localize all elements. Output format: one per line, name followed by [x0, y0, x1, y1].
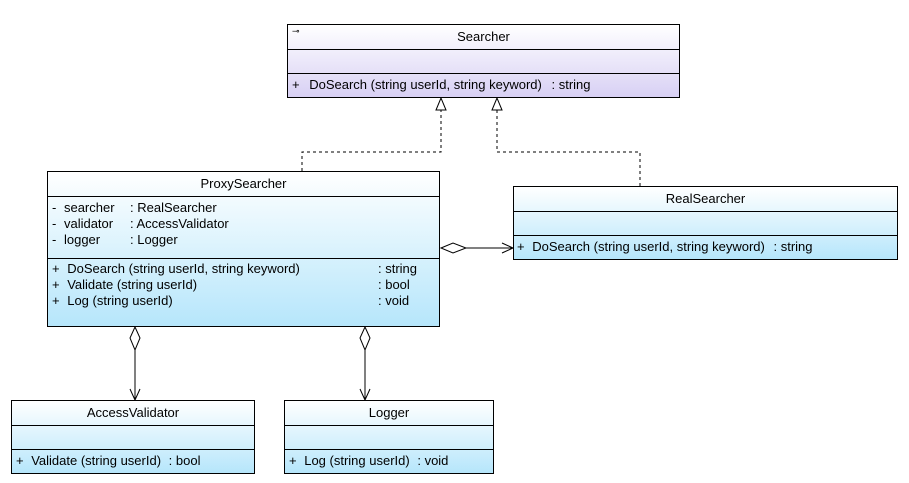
attribute-name: validator [63, 216, 114, 231]
return-type: : void [417, 453, 449, 468]
operation-signature: DoSearch (string userId, string keyword) [67, 261, 300, 276]
realization-arrowhead-real [491, 96, 503, 111]
operation-row: + DoSearch (string userId, string keywor… [292, 77, 675, 93]
operation-row: + Log (string userId) : void [289, 453, 489, 469]
proxysearcher-operations: + DoSearch (string userId, string keywor… [48, 259, 439, 310]
class-name: RealSearcher [665, 191, 746, 206]
operation-signature: DoSearch (string userId, string keyword) [532, 239, 765, 254]
attribute-name: logger [63, 232, 101, 247]
aggregation-diamond-real [439, 242, 468, 254]
accessvalidator-title: AccessValidator [12, 401, 254, 426]
class-name: Logger [368, 405, 410, 420]
searcher-attributes [288, 50, 679, 74]
return-type: : string [773, 239, 813, 254]
accessvalidator-attributes [12, 426, 254, 450]
operation-row: + Validate (string userId) : bool [16, 453, 250, 469]
operation-signature: Validate (string userId) [67, 277, 198, 292]
logger-class-box[interactable]: Logger + Log (string userId) : void [284, 400, 494, 474]
visibility: + [52, 293, 60, 308]
searcher-operations: + DoSearch (string userId, string keywor… [288, 74, 679, 94]
searcher-class-box[interactable]: ⊸ Searcher + DoSearch (string userId, st… [287, 24, 680, 98]
operation-row: + Validate (string userId) : bool [52, 277, 435, 293]
return-type: : string [378, 261, 418, 276]
logger-attributes [285, 426, 493, 450]
proxysearcher-attributes: - searcher : RealSearcher - validator : … [48, 197, 439, 259]
operation-row: + Log (string userId) : void [52, 293, 435, 309]
realsearcher-title: RealSearcher [514, 187, 897, 212]
return-type: : void [378, 293, 410, 308]
operation-row: + DoSearch (string userId, string keywor… [52, 261, 435, 277]
logger-operations: + Log (string userId) : void [285, 450, 493, 470]
attribute-type: : AccessValidator [130, 216, 229, 231]
aggregation-diamond-logger [359, 325, 371, 352]
visibility: - [52, 232, 57, 247]
interface-icon: ⊸ [292, 26, 300, 36]
attribute-name: searcher [63, 200, 115, 215]
realsearcher-class-box[interactable]: RealSearcher + DoSearch (string userId, … [513, 186, 898, 260]
class-name: Searcher [457, 29, 510, 44]
attribute-type: : Logger [130, 232, 178, 247]
visibility: + [52, 277, 60, 292]
operation-row: + DoSearch (string userId, string keywor… [517, 239, 893, 255]
operation-signature: Log (string userId) [67, 293, 173, 308]
visibility: + [517, 239, 525, 254]
realsearcher-attributes [514, 212, 897, 236]
attribute-row: - validator : AccessValidator [52, 216, 435, 232]
return-type: : string [551, 77, 591, 92]
accessvalidator-operations: + Validate (string userId) : bool [12, 450, 254, 470]
operation-signature: DoSearch (string userId, string keyword) [309, 77, 542, 92]
class-name: AccessValidator [86, 405, 180, 420]
visibility: + [289, 453, 297, 468]
realization-real-to-searcher [496, 110, 641, 186]
proxysearcher-class-box[interactable]: ProxySearcher - searcher : RealSearcher … [47, 171, 440, 327]
attribute-type: : RealSearcher [130, 200, 217, 215]
visibility: + [16, 453, 24, 468]
operation-signature: Log (string userId) [304, 453, 410, 468]
accessvalidator-class-box[interactable]: AccessValidator + Validate (string userI… [11, 400, 255, 474]
visibility: + [292, 77, 300, 92]
realization-proxy-to-searcher [301, 110, 442, 171]
realization-arrowhead-proxy [435, 96, 447, 111]
proxysearcher-title: ProxySearcher [48, 172, 439, 197]
return-type: : bool [378, 277, 410, 292]
operation-signature: Validate (string userId) [31, 453, 162, 468]
visibility: + [52, 261, 60, 276]
aggregation-diamond-validator [129, 325, 141, 352]
logger-title: Logger [285, 401, 493, 426]
realsearcher-operations: + DoSearch (string userId, string keywor… [514, 236, 897, 256]
return-type: : bool [168, 453, 201, 468]
searcher-title: ⊸ Searcher [288, 25, 679, 50]
class-name: ProxySearcher [200, 176, 287, 191]
attribute-row: - logger : Logger [52, 232, 435, 248]
visibility: - [52, 200, 57, 215]
visibility: - [52, 216, 57, 231]
attribute-row: - searcher : RealSearcher [52, 200, 435, 216]
